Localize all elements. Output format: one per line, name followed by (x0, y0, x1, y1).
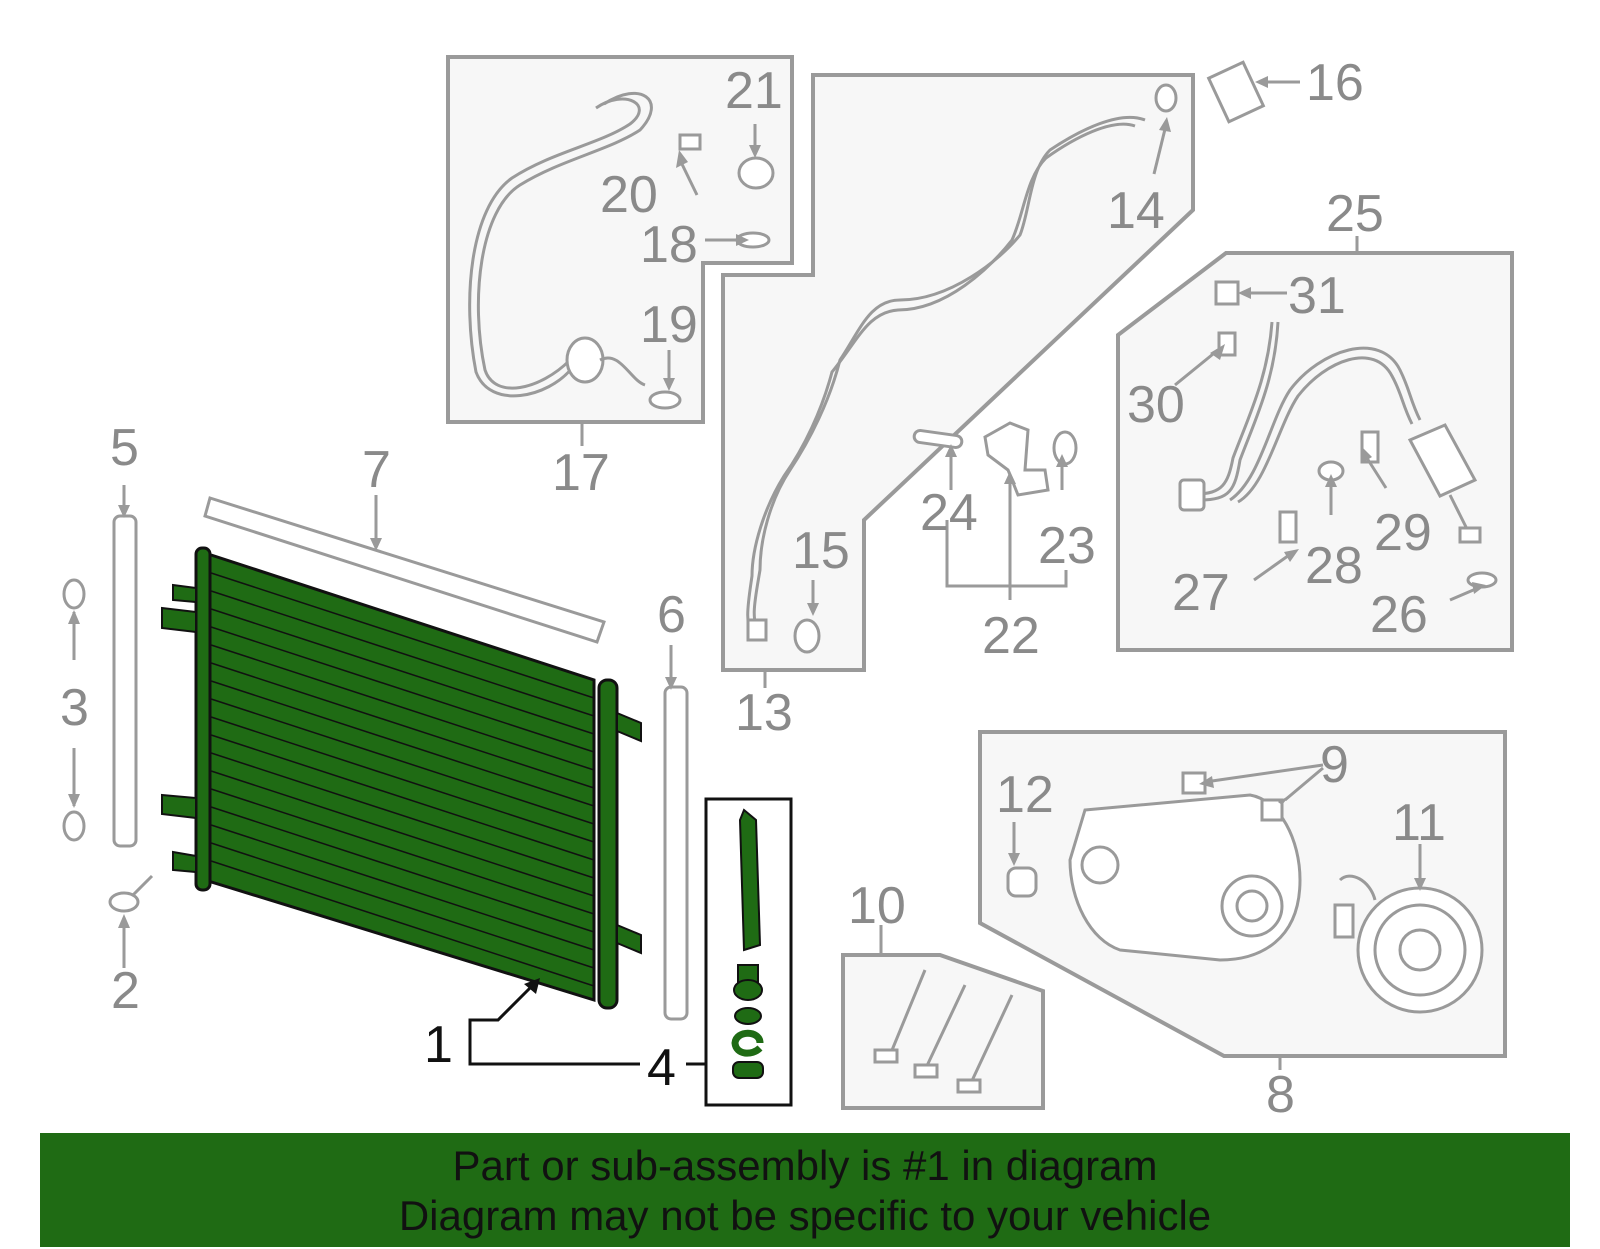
condenser-bracket-2 (161, 793, 197, 820)
condenser-assembly (161, 546, 642, 1010)
label-20: 20 (600, 166, 658, 224)
leader-lines-black (468, 986, 706, 1066)
group-13-box (721, 73, 1195, 672)
part-2-bolt (108, 874, 154, 913)
group-4-box (704, 797, 793, 1107)
group-17-box (446, 55, 794, 424)
label-21: 21 (725, 62, 783, 120)
group-10-box (841, 953, 1045, 1110)
label-14: 14 (1107, 182, 1165, 240)
label-24: 24 (920, 484, 978, 542)
label-17: 17 (552, 444, 610, 502)
label-3: 3 (60, 679, 89, 737)
label-4: 4 (647, 1039, 676, 1097)
group-8-box (978, 730, 1507, 1058)
condenser-bracket-1 (161, 606, 197, 634)
condenser-bracket-3 (172, 583, 197, 604)
part-22-items (912, 421, 1078, 497)
label-7: 7 (362, 441, 391, 499)
label-1: 1 (424, 1016, 453, 1074)
label-22: 22 (982, 607, 1040, 665)
label-16: 16 (1306, 54, 1364, 112)
label-19: 19 (640, 296, 698, 354)
banner-line-1: Part or sub-assembly is #1 in diagram (452, 1142, 1158, 1189)
part-3-grommet-bottom (62, 810, 86, 842)
label-30: 30 (1127, 376, 1185, 434)
arrowheads (68, 76, 1486, 928)
condenser-right-tank (597, 678, 619, 1010)
part-16-block (1206, 60, 1266, 124)
condenser-bracket-5 (616, 711, 642, 743)
part-7-seal (203, 496, 606, 644)
banner-line-2: Diagram may not be specific to your vehi… (398, 1192, 1212, 1239)
arrowhead-1 (524, 978, 540, 994)
label-15: 15 (792, 522, 850, 580)
label-13: 13 (735, 684, 793, 742)
label-25: 25 (1326, 185, 1384, 243)
label-6: 6 (657, 586, 686, 644)
label-18: 18 (640, 216, 698, 274)
part-5-seal (112, 514, 138, 848)
callout-labels: 1 2 3 4 5 6 7 8 9 10 11 12 13 14 15 16 1… (60, 54, 1446, 1124)
condenser-bracket-6 (616, 923, 642, 955)
label-9: 9 (1320, 736, 1349, 794)
part-6-seal (663, 685, 689, 1021)
label-28: 28 (1305, 537, 1363, 595)
label-11: 11 (1392, 794, 1446, 852)
condenser-fins (204, 570, 595, 987)
label-5: 5 (110, 419, 139, 477)
condenser-left-tank (194, 546, 212, 892)
label-12: 12 (996, 766, 1054, 824)
label-27: 27 (1172, 564, 1230, 622)
part-3-grommet-top (62, 578, 86, 610)
label-2: 2 (111, 962, 140, 1020)
label-10: 10 (848, 877, 906, 935)
label-26: 26 (1370, 586, 1428, 644)
label-23: 23 (1038, 517, 1096, 575)
label-8: 8 (1266, 1066, 1295, 1124)
info-banner: Part or sub-assembly is #1 in diagram Di… (40, 1133, 1570, 1247)
label-29: 29 (1374, 504, 1432, 562)
label-31: 31 (1288, 267, 1346, 325)
condenser-bracket-4 (172, 850, 197, 874)
